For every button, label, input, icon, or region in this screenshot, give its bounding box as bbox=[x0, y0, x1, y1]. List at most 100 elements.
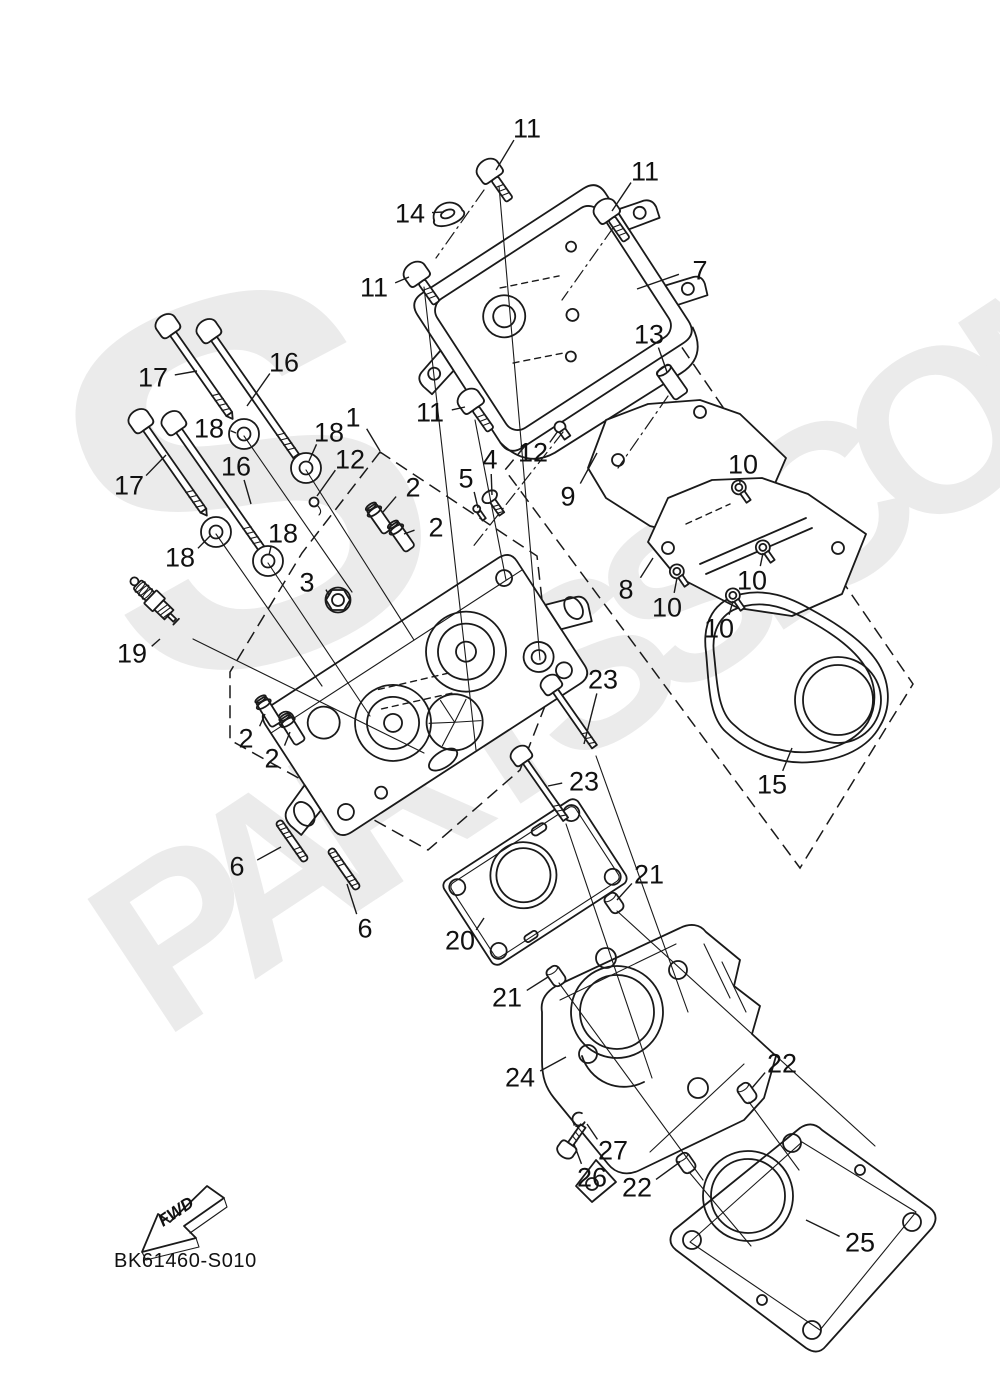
callout-leader bbox=[174, 370, 198, 376]
fwd-arrow: FWD bbox=[141, 1185, 228, 1261]
bolt-10 bbox=[730, 479, 752, 504]
callout-number: 2 bbox=[428, 513, 443, 543]
callout-leader bbox=[805, 1219, 840, 1237]
assembly-box-head bbox=[229, 450, 553, 851]
callout-number: 2 bbox=[264, 744, 279, 774]
dowel-21 bbox=[545, 964, 567, 988]
callout-number: 10 bbox=[704, 614, 734, 644]
callout-number: 14 bbox=[395, 199, 425, 229]
callout-leader bbox=[782, 747, 793, 772]
bolt-16-long bbox=[160, 410, 267, 556]
valve-guide-2 bbox=[364, 501, 393, 535]
callout-number: 9 bbox=[560, 482, 575, 512]
cylinder-head bbox=[261, 554, 593, 836]
diagram-code: BK61460-S010 bbox=[114, 1250, 257, 1272]
callout-number: 21 bbox=[492, 983, 522, 1013]
callout-number: 11 bbox=[416, 398, 444, 428]
head-gasket bbox=[442, 798, 628, 966]
callout-leader bbox=[366, 428, 381, 452]
callout-leader bbox=[259, 713, 266, 727]
callout-leader bbox=[325, 589, 330, 596]
callout-number: 3 bbox=[299, 568, 314, 598]
callout-leader bbox=[611, 182, 632, 212]
bolt-11 bbox=[456, 387, 494, 433]
callout-number: 17 bbox=[138, 363, 168, 393]
base-gasket bbox=[669, 1123, 937, 1353]
valve-cover-gasket bbox=[704, 591, 889, 764]
bolt-23 bbox=[509, 744, 569, 822]
callout-number: 24 bbox=[505, 1063, 535, 1093]
callout-leader bbox=[657, 347, 668, 373]
circlip-27 bbox=[571, 1111, 587, 1127]
callout-leader bbox=[549, 430, 559, 443]
nut-3 bbox=[324, 586, 352, 614]
callout-number: 18 bbox=[314, 418, 344, 448]
callout-leader bbox=[583, 693, 598, 745]
cover-ear bbox=[615, 199, 661, 231]
callout-number: 23 bbox=[588, 665, 618, 695]
callout-number: 21 bbox=[634, 860, 664, 890]
bolt-10 bbox=[724, 587, 746, 612]
callout-leader bbox=[246, 373, 271, 407]
callout-leader bbox=[759, 552, 764, 567]
callout-number: 11 bbox=[360, 273, 388, 303]
callout-leader bbox=[475, 917, 485, 931]
callout-number: 11 bbox=[513, 114, 541, 144]
callout-number: 6 bbox=[357, 914, 372, 944]
callout-number: 18 bbox=[194, 414, 224, 444]
callout-leader bbox=[151, 638, 161, 647]
bolt-11 bbox=[475, 157, 513, 203]
dowel-22 bbox=[675, 1151, 697, 1175]
callout-number: 8 bbox=[618, 575, 633, 605]
callout-leader bbox=[431, 211, 445, 214]
callout-number: 12 bbox=[518, 438, 548, 468]
stud-6 bbox=[327, 847, 361, 891]
callout-leader bbox=[573, 1143, 583, 1165]
grommet-14 bbox=[432, 201, 466, 228]
callout-leader bbox=[243, 479, 252, 505]
bolt-23 bbox=[539, 673, 598, 750]
valve-guide-2 bbox=[386, 519, 415, 553]
callout-leader bbox=[751, 1072, 766, 1089]
dowel-13 bbox=[655, 363, 689, 401]
callout-number: 18 bbox=[268, 519, 298, 549]
callout-leader bbox=[586, 1123, 599, 1140]
callout-number: 7 bbox=[692, 256, 707, 286]
cylinder-block bbox=[540, 924, 777, 1203]
dowel-22 bbox=[736, 1081, 758, 1105]
callout-leader bbox=[673, 577, 678, 593]
callout-leader bbox=[403, 529, 415, 535]
callout-number: 10 bbox=[737, 566, 767, 596]
callout-leader bbox=[308, 444, 318, 462]
valve-guide-2 bbox=[278, 712, 306, 746]
cover-ear bbox=[664, 275, 709, 306]
callout-number: 10 bbox=[652, 593, 682, 623]
bolt-10 bbox=[668, 563, 690, 588]
callout-number: 26 bbox=[577, 1163, 607, 1193]
callout-number: 1 bbox=[345, 403, 360, 433]
callout-number: 20 bbox=[445, 926, 475, 956]
callout-number: 22 bbox=[767, 1049, 797, 1079]
spark-plug bbox=[129, 576, 180, 626]
callout-leader bbox=[145, 454, 167, 477]
bolt-17-long bbox=[154, 313, 234, 420]
bolt-26 bbox=[556, 1123, 587, 1160]
callout-leader bbox=[547, 782, 563, 787]
callout-leader bbox=[316, 469, 336, 497]
callout-number: 6 bbox=[229, 852, 244, 882]
callout-leader bbox=[579, 452, 598, 484]
washer-18 bbox=[200, 418, 322, 577]
callout-number: 18 bbox=[165, 543, 195, 573]
callout-leader bbox=[197, 534, 212, 549]
callout-leader bbox=[490, 473, 493, 496]
bolt-11 bbox=[592, 197, 630, 243]
callout-leader bbox=[230, 430, 237, 434]
pin-12 bbox=[308, 496, 322, 516]
callout-leader bbox=[616, 882, 633, 901]
callout-number: 2 bbox=[405, 473, 420, 503]
bolt-17-long bbox=[127, 408, 208, 517]
callout-leader bbox=[526, 976, 549, 992]
callout-leader bbox=[283, 731, 291, 746]
